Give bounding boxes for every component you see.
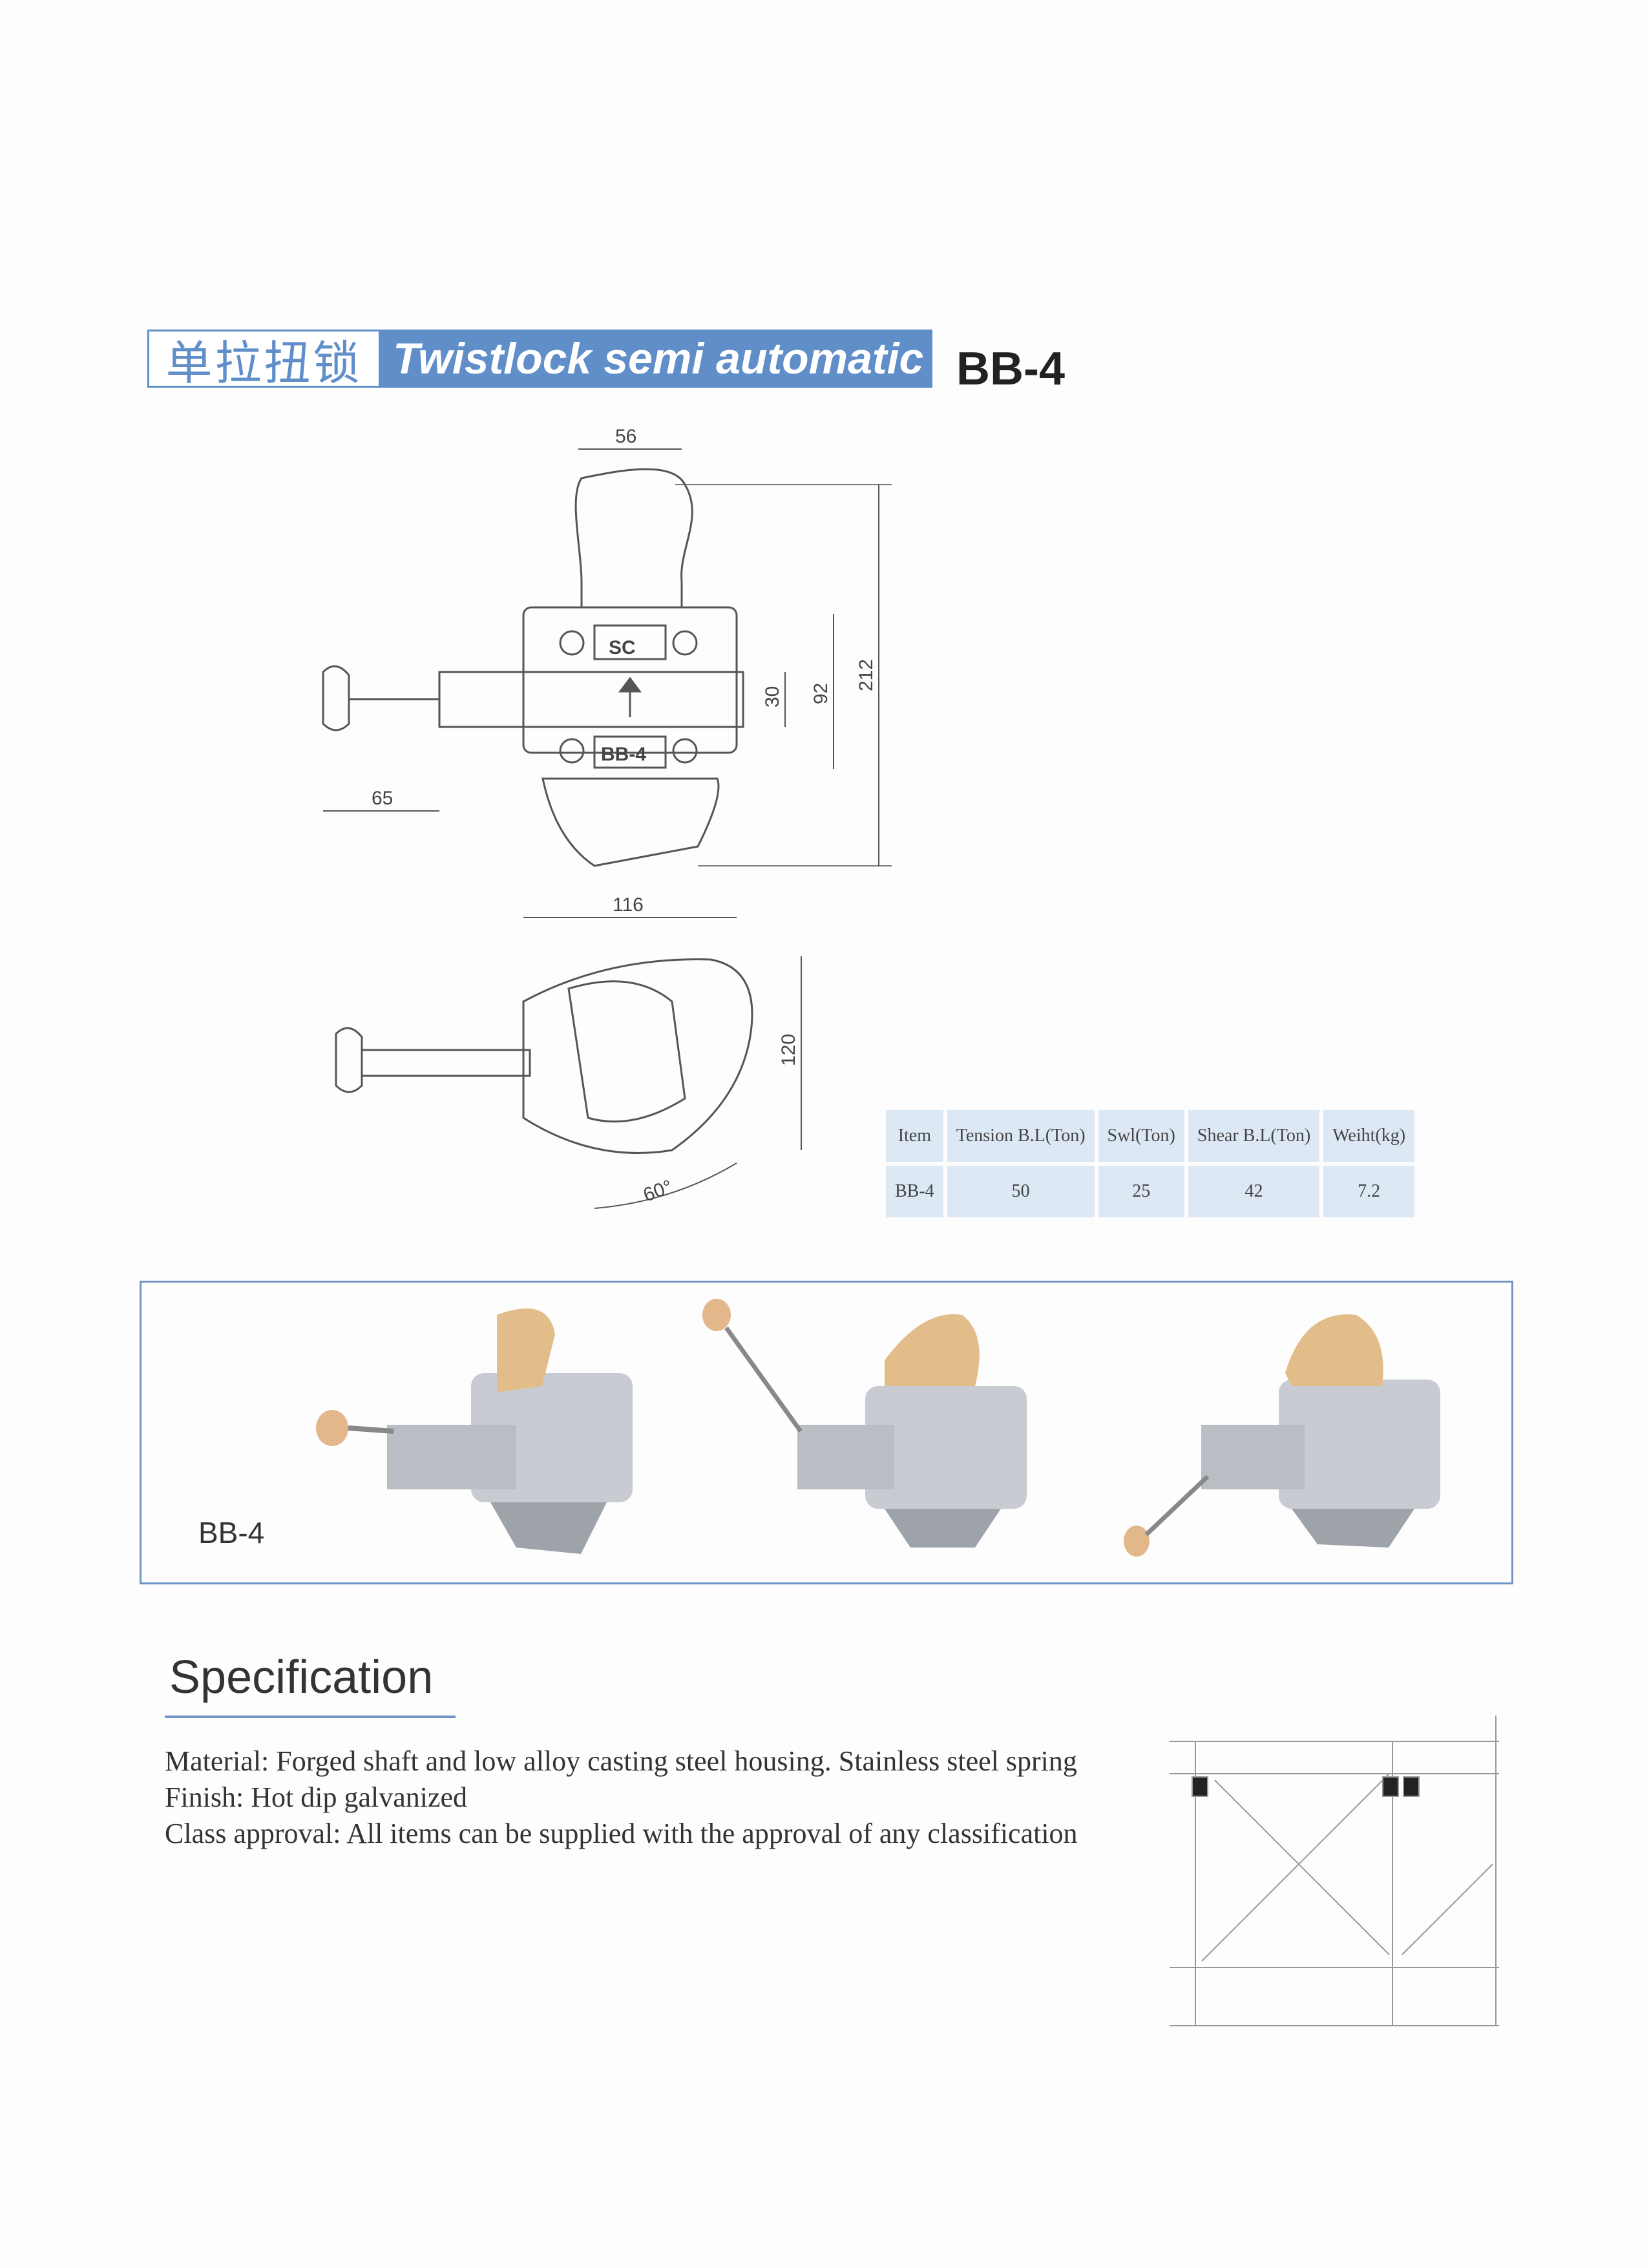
model-number: BB-4 — [956, 343, 1066, 395]
cone-top — [574, 468, 693, 609]
dim-116: 116 — [613, 894, 644, 916]
header-swl: Swl(Ton) — [1098, 1110, 1184, 1162]
photo-unlocking — [702, 1299, 1027, 1548]
cell-swl: 25 — [1098, 1166, 1184, 1217]
housing-front — [522, 606, 738, 754]
spec-finish: Finish: Hot dip galvanized — [165, 1781, 468, 1813]
spec-material: Material: Forged shaft and low alloy cas… — [165, 1745, 1077, 1777]
photo-label: BB-4 — [198, 1516, 265, 1549]
technical-drawing: 56 212 92 30 65 SC BB-4 116 120 60° — [322, 426, 892, 1209]
spec-class-approval: Class approval: All items can be supplie… — [165, 1818, 1078, 1849]
photo-locked — [316, 1308, 633, 1554]
product-photos: BB-4 — [140, 1281, 1513, 1584]
title-banner: 单拉扭锁 Twistlock semi automatic — [147, 330, 932, 390]
photo-unlocked — [1124, 1314, 1440, 1557]
title-underline — [165, 1716, 456, 1718]
header-item: Item — [886, 1110, 943, 1162]
title-chinese: 单拉扭锁 — [149, 331, 379, 390]
dim-30: 30 — [762, 686, 783, 708]
header-weight: Weiht(kg) — [1323, 1110, 1415, 1162]
dim-92: 92 — [810, 683, 832, 704]
header-shear: Shear B.L(Ton) — [1188, 1110, 1320, 1162]
dim-angle: 60° — [640, 1176, 675, 1206]
dim-56: 56 — [615, 426, 636, 447]
twistlock-photos — [316, 1299, 1440, 1557]
body-label: BB-4 — [601, 744, 646, 765]
logo-sc: SC — [609, 637, 636, 658]
cell-shear: 42 — [1188, 1166, 1320, 1217]
cell-weight: 7.2 — [1323, 1166, 1415, 1217]
dim-212: 212 — [856, 659, 877, 691]
cell-item: BB-4 — [886, 1166, 943, 1217]
table-header-row: Item Tension B.L(Ton) Swl(Ton) Shear B.L… — [886, 1110, 1415, 1162]
cell-tension: 50 — [947, 1166, 1095, 1217]
dim-120: 120 — [778, 1034, 799, 1066]
lashing-diagram — [1170, 1716, 1499, 2026]
housing-side — [522, 958, 753, 1154]
specification-title: Specification — [169, 1652, 434, 1703]
dim-65: 65 — [372, 788, 393, 809]
table-row: BB-4 50 25 42 7.2 — [886, 1166, 1415, 1217]
spec-table: Item Tension B.L(Ton) Swl(Ton) Shear B.L… — [882, 1106, 1418, 1221]
title-english: Twistlock semi automatic — [393, 334, 924, 383]
specification-text: Material: Forged shaft and low alloy cas… — [165, 1743, 1078, 1852]
header-tension: Tension B.L(Ton) — [947, 1110, 1095, 1162]
